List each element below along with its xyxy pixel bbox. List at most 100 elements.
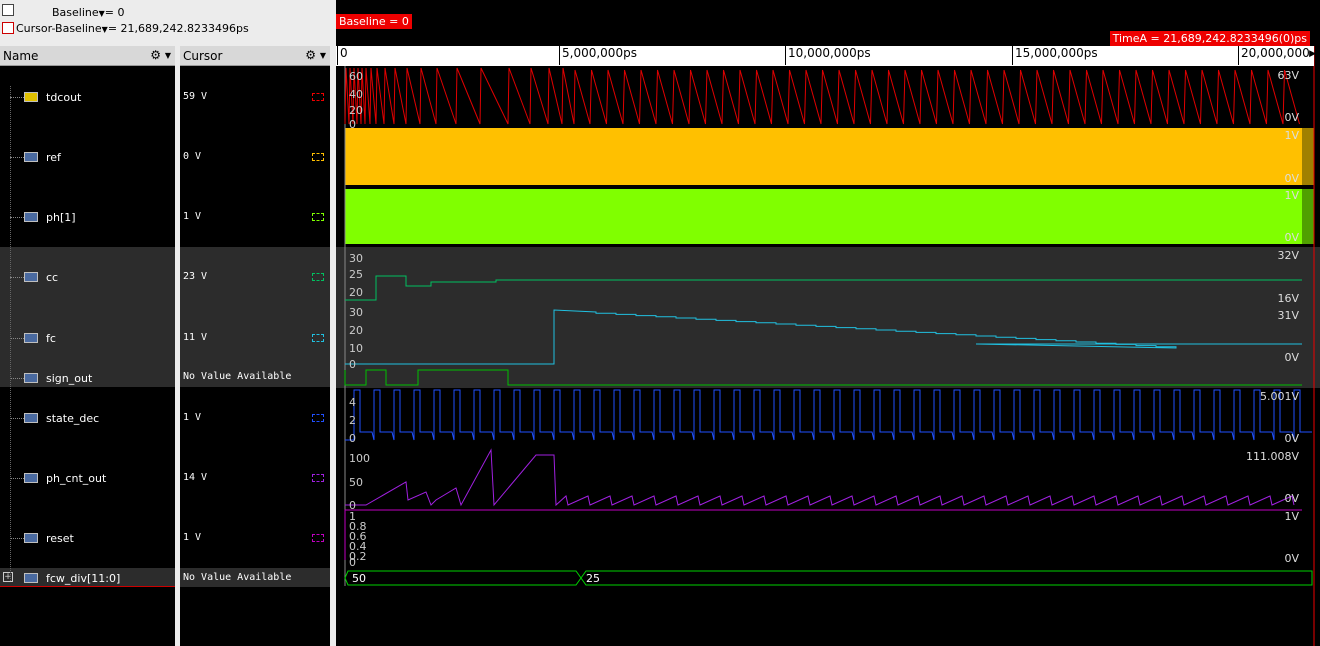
- analog-signal-icon: [24, 92, 38, 102]
- ref-scale-bar: [1302, 128, 1314, 185]
- cursor-baseline-dropdown-icon[interactable]: ▼: [101, 25, 108, 34]
- ruler-tick: 20,000,000: [1238, 46, 1310, 65]
- selected-rows-band: [336, 247, 1320, 388]
- ruler-tick: 5,000,000ps: [559, 46, 637, 65]
- cursor-column-header[interactable]: Cursor ⚙ ▼: [180, 46, 330, 66]
- cursor-row: 0 V: [180, 126, 330, 186]
- signal-name: sign_out: [46, 372, 93, 385]
- fc-waveform: [345, 309, 1302, 365]
- axis-tick-label: 4: [349, 396, 356, 409]
- scale-min-label: 0V: [1284, 552, 1299, 565]
- signal-name-list: tdcout ref ph[1] cc fc sign_out state_de…: [0, 66, 175, 646]
- scale-min-label: 0V: [1284, 172, 1299, 185]
- signal-row-fcw-div[interactable]: + fcw_div[11:0]: [0, 568, 175, 587]
- analog-signal-icon: [24, 272, 38, 282]
- axis-tick-label: 0: [349, 556, 356, 569]
- gear-icon[interactable]: ⚙: [305, 48, 316, 62]
- chevron-down-icon[interactable]: ▼: [319, 51, 326, 60]
- cursor-row: 11 V: [180, 307, 330, 367]
- cursor-column-title: Cursor: [183, 49, 223, 63]
- cursor-value: 1 V: [183, 412, 202, 423]
- name-column-header[interactable]: Name ⚙ ▼: [0, 46, 175, 66]
- cursor-value: No Value Available: [183, 371, 292, 382]
- pane-splitter[interactable]: [175, 46, 180, 646]
- gear-icon[interactable]: ⚙: [150, 48, 161, 62]
- axis-tick-label: 60: [349, 70, 363, 83]
- cursor-value-list: 59 V 0 V 1 V 23 V 11 V No Value Availabl…: [180, 66, 330, 646]
- waveform-color-icon[interactable]: [312, 334, 324, 342]
- signal-row-ref[interactable]: ref: [0, 126, 175, 186]
- baseline-icon[interactable]: [2, 4, 14, 16]
- cursor-row: 1 V: [180, 387, 330, 447]
- scale-min-label: 16V: [1277, 292, 1299, 305]
- waveform-color-icon[interactable]: [312, 93, 324, 101]
- signal-row-cc[interactable]: cc: [0, 247, 175, 307]
- baseline-dropdown-icon[interactable]: ▼: [98, 9, 105, 18]
- toolbar-info: Baseline▼= 0 Cursor-Baseline▼= 21,689,24…: [0, 0, 336, 46]
- axis-tick-label: 20: [349, 286, 363, 299]
- tree-line: [10, 86, 11, 581]
- signal-row-tdcout[interactable]: tdcout: [0, 66, 175, 126]
- axis-tick-label: 20: [349, 104, 363, 117]
- signal-name: ph[1]: [46, 211, 76, 224]
- axis-tick-label: 25: [349, 268, 363, 281]
- scale-min-label: 0V: [1284, 492, 1299, 505]
- ph1-waveform: [345, 189, 1302, 244]
- scale-max-label: 31V: [1277, 309, 1299, 322]
- analog-signal-icon: [24, 212, 38, 222]
- waveform-color-icon[interactable]: [312, 213, 324, 221]
- pane-splitter[interactable]: [330, 46, 336, 646]
- waveform-color-icon[interactable]: [312, 534, 324, 542]
- cursor-row: No Value Available: [180, 367, 330, 387]
- cursor-value: 0 V: [183, 151, 202, 162]
- chevron-down-icon[interactable]: ▼: [164, 51, 171, 60]
- cursor-baseline-value: = 21,689,242.8233496ps: [107, 22, 249, 35]
- signal-row-ph-cnt-out[interactable]: ph_cnt_out: [0, 447, 175, 507]
- cursor-value: 1 V: [183, 211, 202, 222]
- signal-name: fc: [46, 332, 56, 345]
- cursor-value: 59 V: [183, 91, 208, 102]
- axis-tick-label: 30: [349, 306, 363, 319]
- cursor-baseline-icon[interactable]: [2, 22, 14, 34]
- signal-name: ref: [46, 151, 61, 164]
- signal-row-ph1[interactable]: ph[1]: [0, 186, 175, 246]
- bus-signal-icon: [24, 573, 38, 583]
- analog-signal-icon: [24, 152, 38, 162]
- cursor-baseline-label: Cursor-Baseline: [16, 22, 102, 35]
- timea-marker-tag[interactable]: TimeA = 21,689,242.8233496(0)ps: [1109, 31, 1310, 46]
- axis-tick-label: 0: [349, 358, 356, 371]
- axis-tick-label: 2: [349, 414, 356, 427]
- expand-icon[interactable]: +: [3, 572, 13, 582]
- axis-tick-label: 0: [349, 118, 356, 131]
- reset-waveform: [344, 509, 1302, 560]
- state-dec-waveform: [345, 389, 1312, 441]
- signal-row-reset[interactable]: reset: [0, 507, 175, 567]
- waveform-color-icon[interactable]: [312, 474, 324, 482]
- cursor-row: 1 V: [180, 507, 330, 567]
- waveform-color-icon[interactable]: [312, 414, 324, 422]
- ruler-tick: 0: [337, 46, 348, 65]
- signal-row-sign-out[interactable]: sign_out: [0, 367, 175, 387]
- signal-name: cc: [46, 271, 59, 284]
- signal-row-state-dec[interactable]: state_dec: [0, 387, 175, 447]
- bus-value-label: 25: [586, 572, 600, 585]
- scale-max-label: 32V: [1277, 249, 1299, 262]
- axis-tick-label: 10: [349, 342, 363, 355]
- scroll-right-icon[interactable]: ▶: [1309, 49, 1316, 59]
- time-ruler[interactable]: 0 5,000,000ps 10,000,000ps 15,000,000ps …: [336, 46, 1316, 66]
- baseline-marker-tag[interactable]: Baseline = 0: [336, 14, 412, 29]
- axis-tick-label: 1: [349, 510, 356, 523]
- scale-min-label: 0V: [1284, 351, 1299, 364]
- ph1-scale-bar: [1302, 189, 1314, 244]
- waveform-color-icon[interactable]: [312, 153, 324, 161]
- signal-row-fc[interactable]: fc: [0, 307, 175, 367]
- cursor-row: 59 V: [180, 66, 330, 126]
- cc-waveform: [345, 275, 1302, 301]
- axis-tick-label: 0.2: [349, 550, 367, 563]
- signal-name: fcw_div[11:0]: [46, 572, 121, 585]
- cursor-value: 14 V: [183, 472, 208, 483]
- cursor-value: 11 V: [183, 332, 208, 343]
- waveform-color-icon[interactable]: [312, 273, 324, 281]
